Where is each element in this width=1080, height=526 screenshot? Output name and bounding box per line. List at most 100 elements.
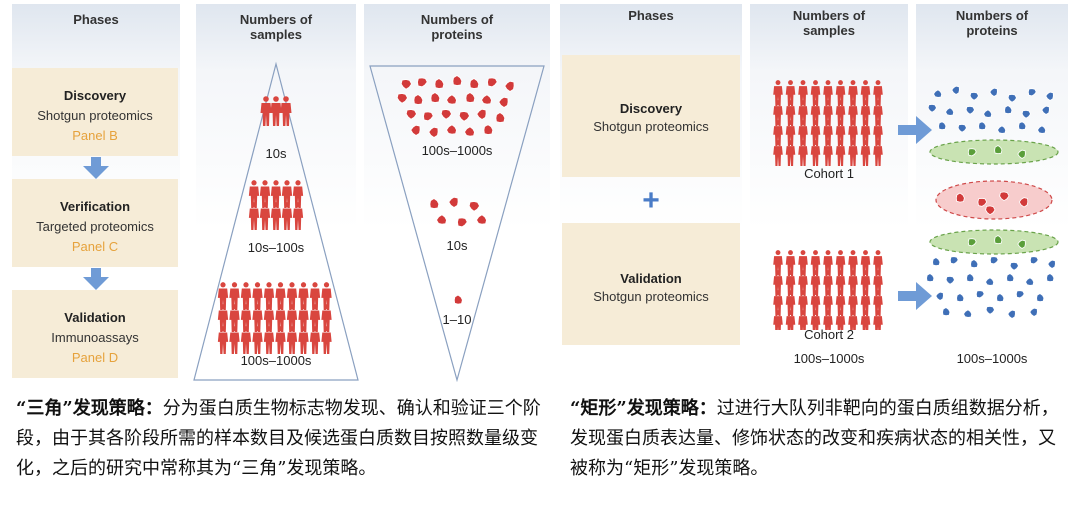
left-caption-title: “三角”发现策略： [16,398,163,419]
person-icon [217,304,229,332]
protein-icon [977,197,988,207]
right-phase-discovery-box: Discovery Shotgun proteomics [562,55,740,177]
protein-icon [997,125,1007,134]
protein-icon [465,92,476,103]
person-icon [773,80,783,106]
phase-validation-title: Validation [64,310,126,325]
person-icon [773,100,783,126]
person-icon [860,270,871,296]
protein-label-1-10: 1–10 [442,312,472,327]
person-icon [823,290,833,316]
person-icon [321,282,332,310]
protein-icon [938,121,947,131]
protein-icon [935,291,944,301]
protein-icon [989,87,998,97]
protein-icon [942,307,951,317]
person-icon [873,140,883,166]
phase-verification-panel: Panel C [71,239,119,254]
protein-icon [1009,261,1019,271]
down-arrow-icon [83,157,109,179]
person-icon [275,304,286,332]
right-phases-header: Phases [628,8,674,23]
right-sample-total-label: 100s–1000s [793,351,865,366]
right-samples-header: Numbers of samples [792,8,866,38]
samples-triangle [193,61,359,381]
red-group-ellipse [935,180,1053,220]
plus-icon: + [642,184,660,217]
protein-icon [927,103,937,113]
protein-icon [999,191,1010,202]
protein-icon [956,293,965,303]
phase-discovery-title: Discovery [63,88,127,103]
person-icon [785,100,796,126]
person-icon [229,304,240,332]
person-icon [773,310,783,330]
right-protein-total-label: 100s–1000s [956,351,1028,366]
person-icon [252,282,263,310]
protein-icon [945,275,955,285]
protein-icon [1047,259,1056,269]
protein-icon [1017,239,1026,249]
protein-icon [436,214,447,225]
cohort-2-label: Cohort 2 [804,327,854,342]
person-icon [860,140,871,166]
sample-label-10s-100s: 10s–100s [247,240,305,255]
protein-label-10s: 10s [446,238,468,253]
person-icon [298,304,309,332]
right-phase-validation-method: Shotgun proteomics [593,289,709,304]
person-icon [835,270,846,296]
person-icon [823,140,833,166]
protein-icon [975,290,985,299]
person-icon [309,326,321,354]
person-icon [810,80,821,106]
protein-icon [957,123,967,133]
person-icon [773,120,783,146]
person-icon [835,140,846,166]
person-icon [292,180,304,208]
right-phase-validation-title: Validation [620,271,682,286]
protein-icon [1007,309,1016,319]
person-icon [848,120,858,146]
protein-icon [410,124,421,136]
protein-icon [949,256,959,265]
person-icon [810,250,821,276]
person-icon [252,304,263,332]
protein-icon [994,145,1003,155]
person-icon [785,270,796,296]
person-icon [270,202,282,230]
person-icon [263,326,275,354]
cohort-1-label: Cohort 1 [804,166,854,181]
person-icon [810,140,821,166]
protein-icon [440,109,452,120]
protein-icon [985,305,995,315]
person-icon [292,202,304,230]
right-caption-body: 过进行大队列非靶向的蛋白质组数据分析，发现蛋白质表达量、修饰状态的改变和疾病状态… [570,398,1059,479]
right-phase-validation-box: Validation Shotgun proteomics [562,223,740,345]
person-icon [785,140,796,166]
person-icon [835,100,846,126]
protein-icon [989,256,999,265]
protein-icon [446,94,457,105]
green-group-ellipse-top [929,139,1059,165]
person-icon [298,282,309,310]
protein-icon [985,277,995,286]
person-icon [259,202,271,230]
person-icon [835,120,846,146]
protein-icon [469,78,480,89]
person-icon [785,80,796,106]
protein-icon [926,273,935,283]
protein-icon [495,112,506,123]
right-phase-discovery-method: Shotgun proteomics [593,119,709,134]
person-icon [810,290,821,316]
left-proteins-column [364,4,550,380]
person-icon [281,180,293,208]
person-icon [798,310,808,330]
protein-icon [453,294,463,305]
phase-validation-panel: Panel D [71,350,119,365]
protein-icon [429,198,440,209]
person-icon [860,100,871,126]
protein-icon [1018,197,1029,208]
protein-icon [1041,105,1050,115]
protein-icon [951,85,960,95]
protein-icon [446,124,457,135]
